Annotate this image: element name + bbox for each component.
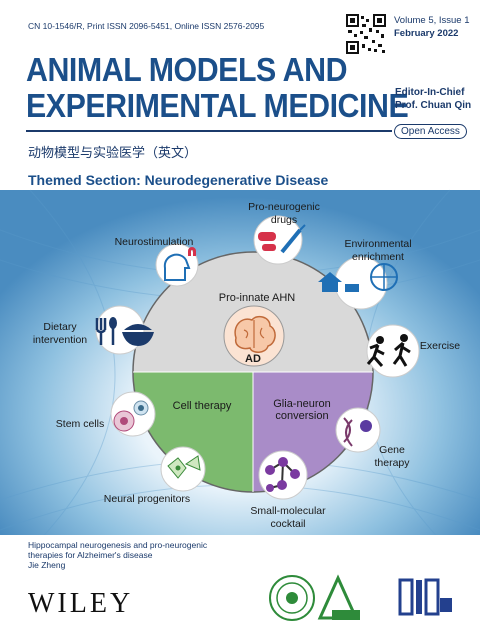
- glia-neuron-label-2: conversion: [275, 410, 329, 422]
- title-rule: [26, 130, 392, 132]
- cell-therapy-segment: [133, 372, 253, 492]
- issn-line: CN 10-1546/R, Print ISSN 2096-5451, Onli…: [28, 21, 265, 31]
- center-top-label: Pro-innate AHN: [218, 292, 296, 304]
- dietary-label-2: intervention: [32, 334, 88, 346]
- chinese-title: 动物模型与实验医学（英文）: [28, 146, 198, 161]
- themed-section-title: Themed Section: Neurodegenerative Diseas…: [28, 172, 329, 188]
- exercise-label: Exercise: [419, 340, 461, 352]
- stem-cells-label: Stem cells: [55, 418, 105, 430]
- editor-role: Editor-In-Chief: [395, 87, 465, 98]
- gene-therapy-label-2: therapy: [374, 457, 410, 469]
- gene-therapy-icon: [335, 407, 381, 453]
- ilas-logo: [317, 574, 360, 620]
- dietary-icon: [95, 305, 154, 355]
- drugs-label-1: Pro-neurogenic: [248, 201, 320, 213]
- qr-code[interactable]: [346, 14, 386, 54]
- neurostimulation-label: Neurostimulation: [114, 236, 194, 248]
- cell-therapy-label: Cell therapy: [172, 400, 232, 412]
- drugs-label-2: drugs: [270, 214, 298, 226]
- publisher-logo[interactable]: WILEY: [28, 588, 134, 619]
- neural-progenitors-label: Neural progenitors: [103, 493, 191, 505]
- ad-label: AD: [245, 353, 261, 365]
- dietary-label-1: Dietary: [43, 321, 77, 333]
- stem-cells-icon: [110, 391, 156, 437]
- environment-label-2: enrichment: [352, 251, 404, 263]
- editor-name: Prof. Chuan Qin: [395, 100, 472, 111]
- cover-credit-line1: Hippocampal neurogenesis and pro-neuroge…: [28, 540, 208, 550]
- volume-issue: Volume 5, Issue 1: [394, 15, 470, 26]
- open-access-badge[interactable]: Open Access: [394, 124, 467, 139]
- brain-icon: [223, 305, 285, 367]
- issue-date: February 2022: [394, 28, 459, 39]
- neurostimulation-icon: [155, 243, 199, 287]
- society-seal-logo: [269, 575, 315, 621]
- journal-title-line2: EXPERIMENTAL MEDICINE: [26, 87, 409, 124]
- exercise-icon: [366, 324, 420, 378]
- small-molecule-icon: [258, 450, 308, 500]
- environment-label-1: Environmental: [344, 238, 412, 250]
- neural-progenitors-icon: [160, 446, 206, 492]
- gene-therapy-label-1: Gene: [379, 444, 405, 456]
- glia-neuron-label-1: Glia-neuron: [273, 398, 331, 410]
- environment-icon: [318, 256, 398, 310]
- cover-credit-author: Jie Zheng: [28, 560, 66, 570]
- journal-title-line1: ANIMAL MODELS AND: [26, 51, 348, 88]
- society-logos: [269, 574, 452, 621]
- small-molecule-label-1: Small-molecular: [250, 505, 326, 517]
- small-molecule-label-2: cocktail: [270, 518, 306, 530]
- cover-credit-line2: therapies for Alzheimer's disease: [28, 550, 153, 560]
- piu-logo: [398, 576, 452, 620]
- drugs-icon: [253, 215, 306, 265]
